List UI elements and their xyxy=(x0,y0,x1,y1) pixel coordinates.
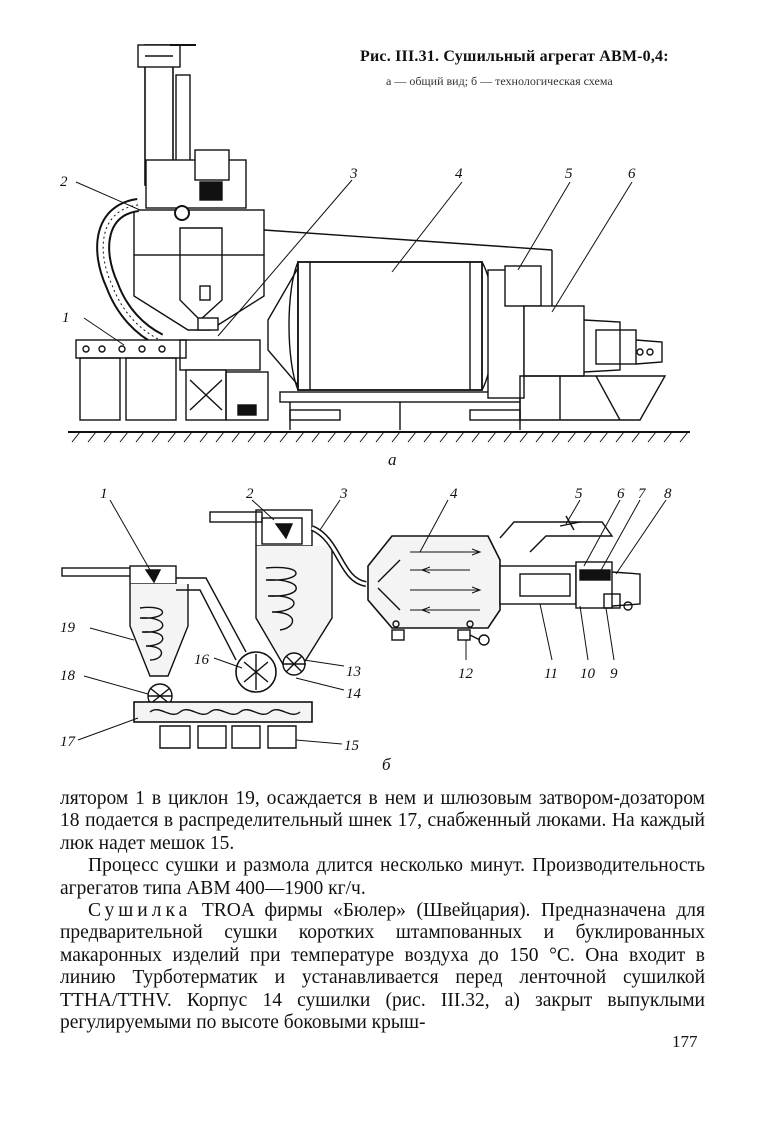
callout-b-13: 13 xyxy=(346,664,361,680)
callout-b-6: 6 xyxy=(617,486,625,502)
callout-b-10: 10 xyxy=(580,666,596,682)
paragraph-3-lead: Сушилка xyxy=(88,900,192,922)
figure-b-scheme: 1 2 3 4 5 6 7 8 9 10 11 12 13 14 15 16 1… xyxy=(60,486,672,774)
callout-a-2: 2 xyxy=(60,174,68,190)
paragraph-3-rest: TROA фирмы «Бюлер» (Швейцария). Предназн… xyxy=(60,900,706,1034)
callout-b-3: 3 xyxy=(339,486,348,502)
callout-b-9: 9 xyxy=(610,666,618,682)
callout-a-5: 5 xyxy=(565,166,573,182)
callout-b-16: 16 xyxy=(194,652,210,668)
paragraph-2: Процесс сушки и размола длится несколько… xyxy=(60,855,705,899)
callout-a-3: 3 xyxy=(349,166,358,182)
callout-b-12: 12 xyxy=(458,666,474,682)
callout-a-6: 6 xyxy=(628,166,636,182)
callout-b-7: 7 xyxy=(638,486,647,502)
body-text: лятором 1 в циклон 19, осаждается в нем … xyxy=(60,788,705,1034)
callout-b-11: 11 xyxy=(544,666,558,682)
callout-b-4: 4 xyxy=(450,486,458,502)
callout-b-2: 2 xyxy=(246,486,254,502)
figure-a-general-view: 2 1 3 4 5 6 а xyxy=(60,44,690,469)
figure-a-sublabel: а xyxy=(388,450,397,469)
page-number: 177 xyxy=(672,1032,698,1051)
callout-a-4: 4 xyxy=(455,166,463,182)
callout-b-18: 18 xyxy=(60,668,76,684)
paragraph-1: лятором 1 в циклон 19, осаждается в нем … xyxy=(60,788,705,854)
caption-subtitle: а — общий вид; б — технологическая схема xyxy=(386,74,613,88)
figure-b-sublabel: б xyxy=(382,755,391,774)
callout-b-17: 17 xyxy=(60,734,77,750)
callout-a-1: 1 xyxy=(62,310,70,326)
callout-b-19: 19 xyxy=(60,620,76,636)
figure-caption: Рис. III.31. Сушильный агрегат АВМ-0,4: … xyxy=(360,48,710,89)
caption-title: Рис. III.31. Сушильный агрегат АВМ-0,4: xyxy=(360,48,669,65)
technical-drawing: 2 1 3 4 5 6 а xyxy=(60,44,690,774)
callout-b-1: 1 xyxy=(100,486,108,502)
callout-b-15: 15 xyxy=(344,738,360,754)
callout-b-8: 8 xyxy=(664,486,672,502)
paragraph-3: Сушилка TROA фирмы «Бюлер» (Швейцария). … xyxy=(60,900,705,1034)
callout-b-14: 14 xyxy=(346,686,362,702)
callout-b-5: 5 xyxy=(575,486,583,502)
